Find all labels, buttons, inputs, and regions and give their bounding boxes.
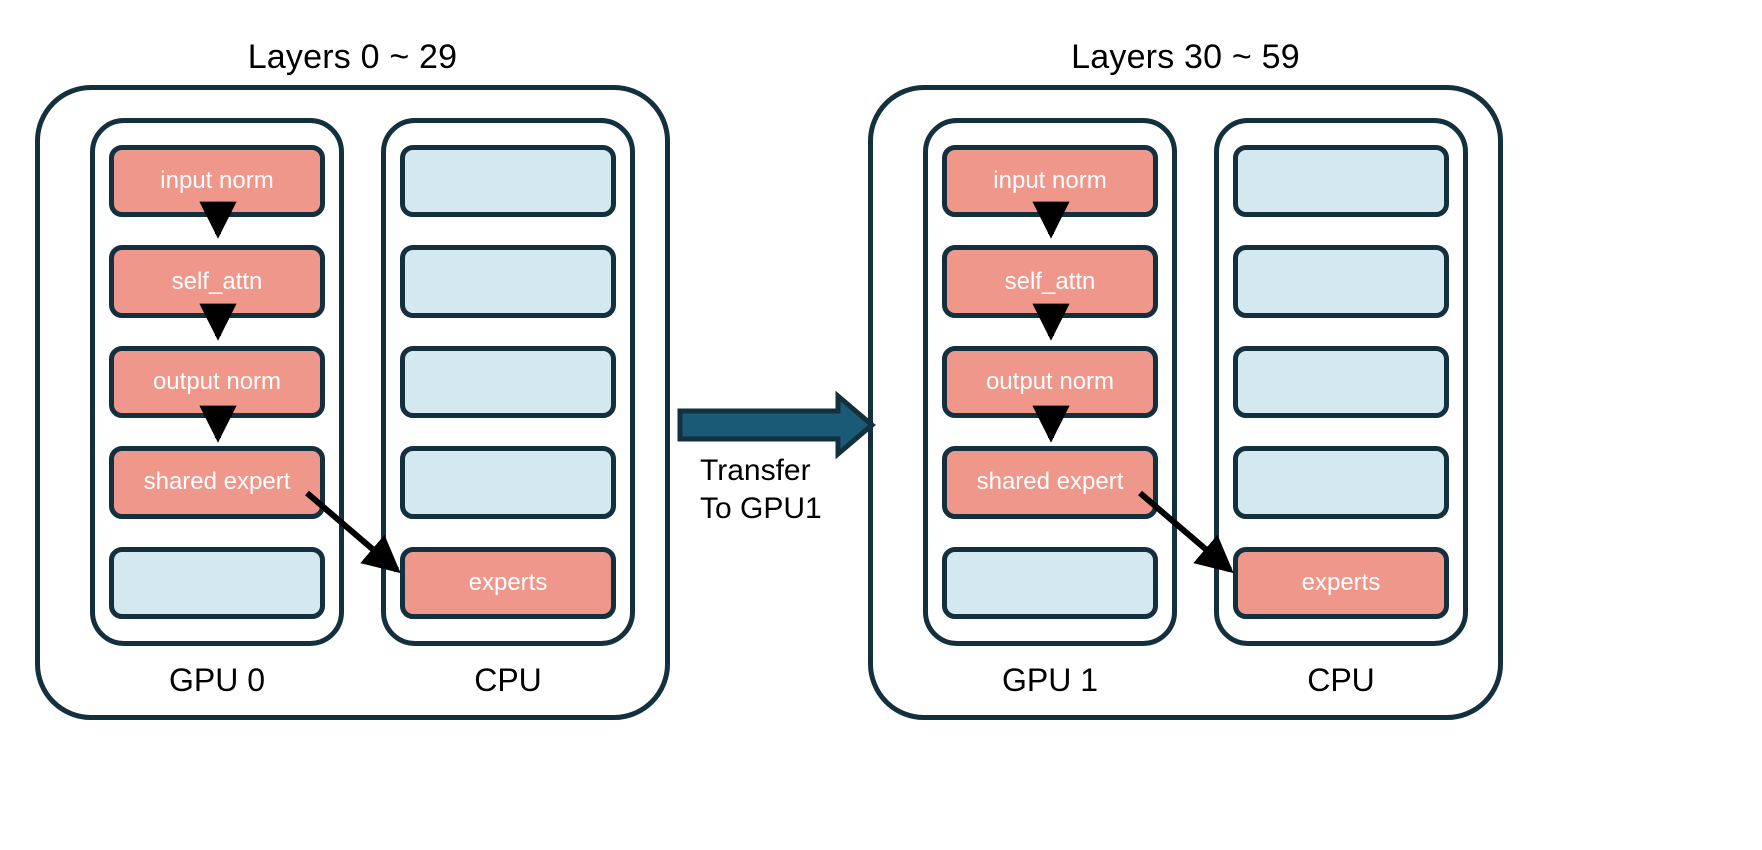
group-title-left: Layers 0 ~ 29 (247, 38, 458, 76)
block-empty-slot[interactable] (1233, 245, 1449, 318)
block-label: input norm (993, 167, 1107, 195)
device-card-left: input norm self_attn output norm shared … (35, 85, 670, 720)
block-empty-slot[interactable] (400, 145, 616, 218)
block-label: self_attn (171, 267, 263, 295)
column-cpu-1: experts (1214, 118, 1468, 646)
block-label: shared expert (143, 468, 291, 496)
block-empty-slot[interactable] (1233, 446, 1449, 519)
transfer-label-line1: Transfer (700, 454, 811, 487)
block-empty-slot[interactable] (400, 446, 616, 519)
transfer-label-line2: To GPU1 (700, 491, 822, 525)
block-empty-slot[interactable] (1233, 145, 1449, 218)
block-experts[interactable]: experts (400, 546, 616, 620)
block-label: output norm (152, 368, 282, 396)
block-output-norm[interactable]: output norm (942, 345, 1158, 419)
device-label-gpu-0: GPU 0 (168, 662, 266, 698)
transfer-arrow-icon (677, 390, 876, 460)
block-empty-slot[interactable] (400, 245, 616, 318)
block-input-norm[interactable]: input norm (109, 145, 325, 218)
block-shared-expert[interactable]: shared expert (109, 446, 325, 519)
device-label-cpu-1: CPU (1307, 662, 1375, 698)
block-label: self_attn (1004, 267, 1096, 295)
device-label-gpu-1: GPU 1 (1001, 662, 1099, 698)
block-empty-slot[interactable] (400, 345, 616, 419)
device-label-cpu-0: CPU (474, 662, 542, 698)
device-card-right: input norm self_attn output norm shared … (868, 85, 1503, 720)
block-self-attn[interactable]: self_attn (942, 245, 1158, 318)
block-label: shared expert (976, 468, 1124, 496)
block-shared-expert[interactable]: shared expert (942, 446, 1158, 519)
block-experts[interactable]: experts (1233, 546, 1449, 620)
block-output-norm[interactable]: output norm (109, 345, 325, 419)
block-label: experts (468, 568, 548, 596)
block-self-attn[interactable]: self_attn (109, 245, 325, 318)
block-empty-slot[interactable] (109, 546, 325, 620)
column-gpu-1: input norm self_attn output norm shared … (923, 118, 1177, 646)
block-label: experts (1301, 568, 1381, 596)
block-empty-slot[interactable] (1233, 345, 1449, 419)
column-cpu-0: experts (381, 118, 635, 646)
column-gpu-0: input norm self_attn output norm shared … (90, 118, 344, 646)
transfer-label: Transfer To GPU1 (700, 452, 822, 528)
block-label: input norm (160, 167, 274, 195)
group-title-right: Layers 30 ~ 59 (1071, 38, 1300, 76)
block-empty-slot[interactable] (942, 546, 1158, 620)
block-label: output norm (985, 368, 1115, 396)
block-input-norm[interactable]: input norm (942, 145, 1158, 218)
